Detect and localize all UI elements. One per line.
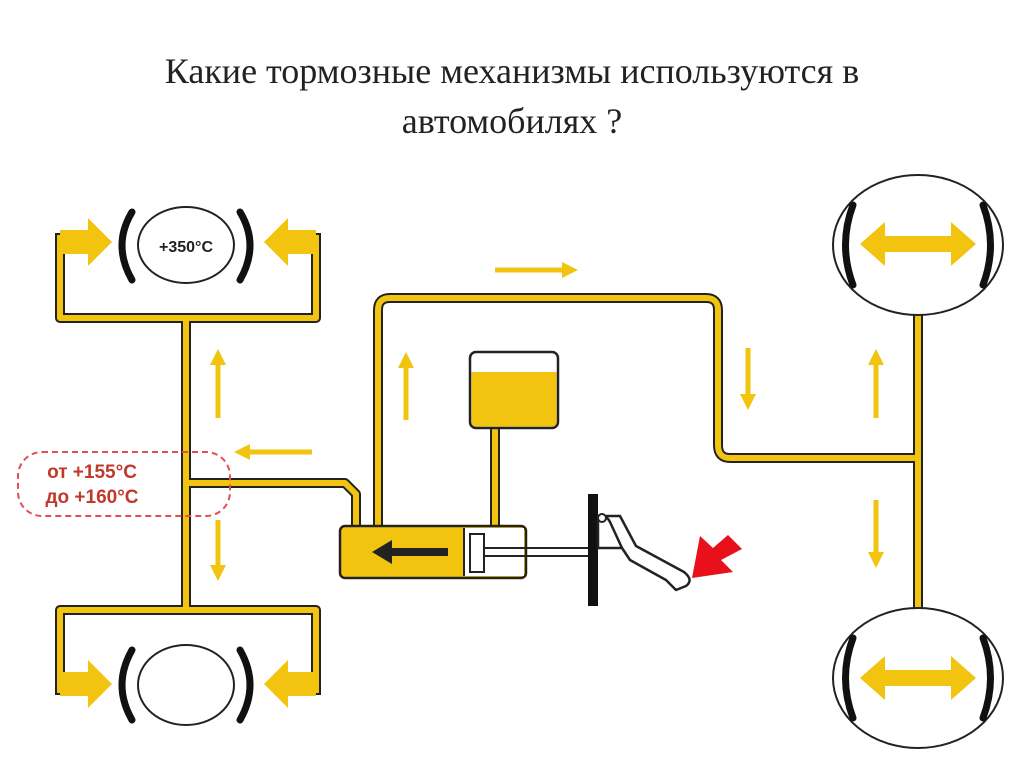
flow-arrows — [209, 261, 885, 582]
fluid-reservoir — [468, 350, 560, 430]
title-line-2: автомобилях ? — [401, 101, 623, 141]
fluid-temp-line-2: до +160°C — [45, 487, 138, 508]
master-cylinder — [338, 524, 598, 580]
title-line-1: Какие тормозные механизмы используются в — [164, 51, 860, 91]
double-arrow-icon — [860, 656, 976, 700]
front-wheel-brake-arrows — [60, 218, 316, 266]
front-wheel-temp-label: +350°C — [159, 239, 213, 256]
slide-title: Какие тормозные механизмы используются в… — [0, 46, 1024, 146]
rear-right-wheel — [832, 607, 1004, 749]
rear-left-wheel — [118, 644, 254, 726]
double-arrow-icon — [860, 222, 976, 266]
left-arrow-icon — [372, 540, 448, 564]
brake-pedal — [588, 494, 691, 606]
press-arrow-icon — [692, 535, 742, 578]
fluid-temp-callout: от +155°C до +160°C — [17, 451, 231, 517]
fluid-temp-line-1: от +155°C — [47, 462, 137, 483]
brake-lines — [55, 233, 923, 695]
front-left-wheel: +350°C — [118, 206, 254, 284]
rear-wheel-brake-arrows — [60, 660, 316, 708]
front-right-wheel — [832, 174, 1004, 316]
